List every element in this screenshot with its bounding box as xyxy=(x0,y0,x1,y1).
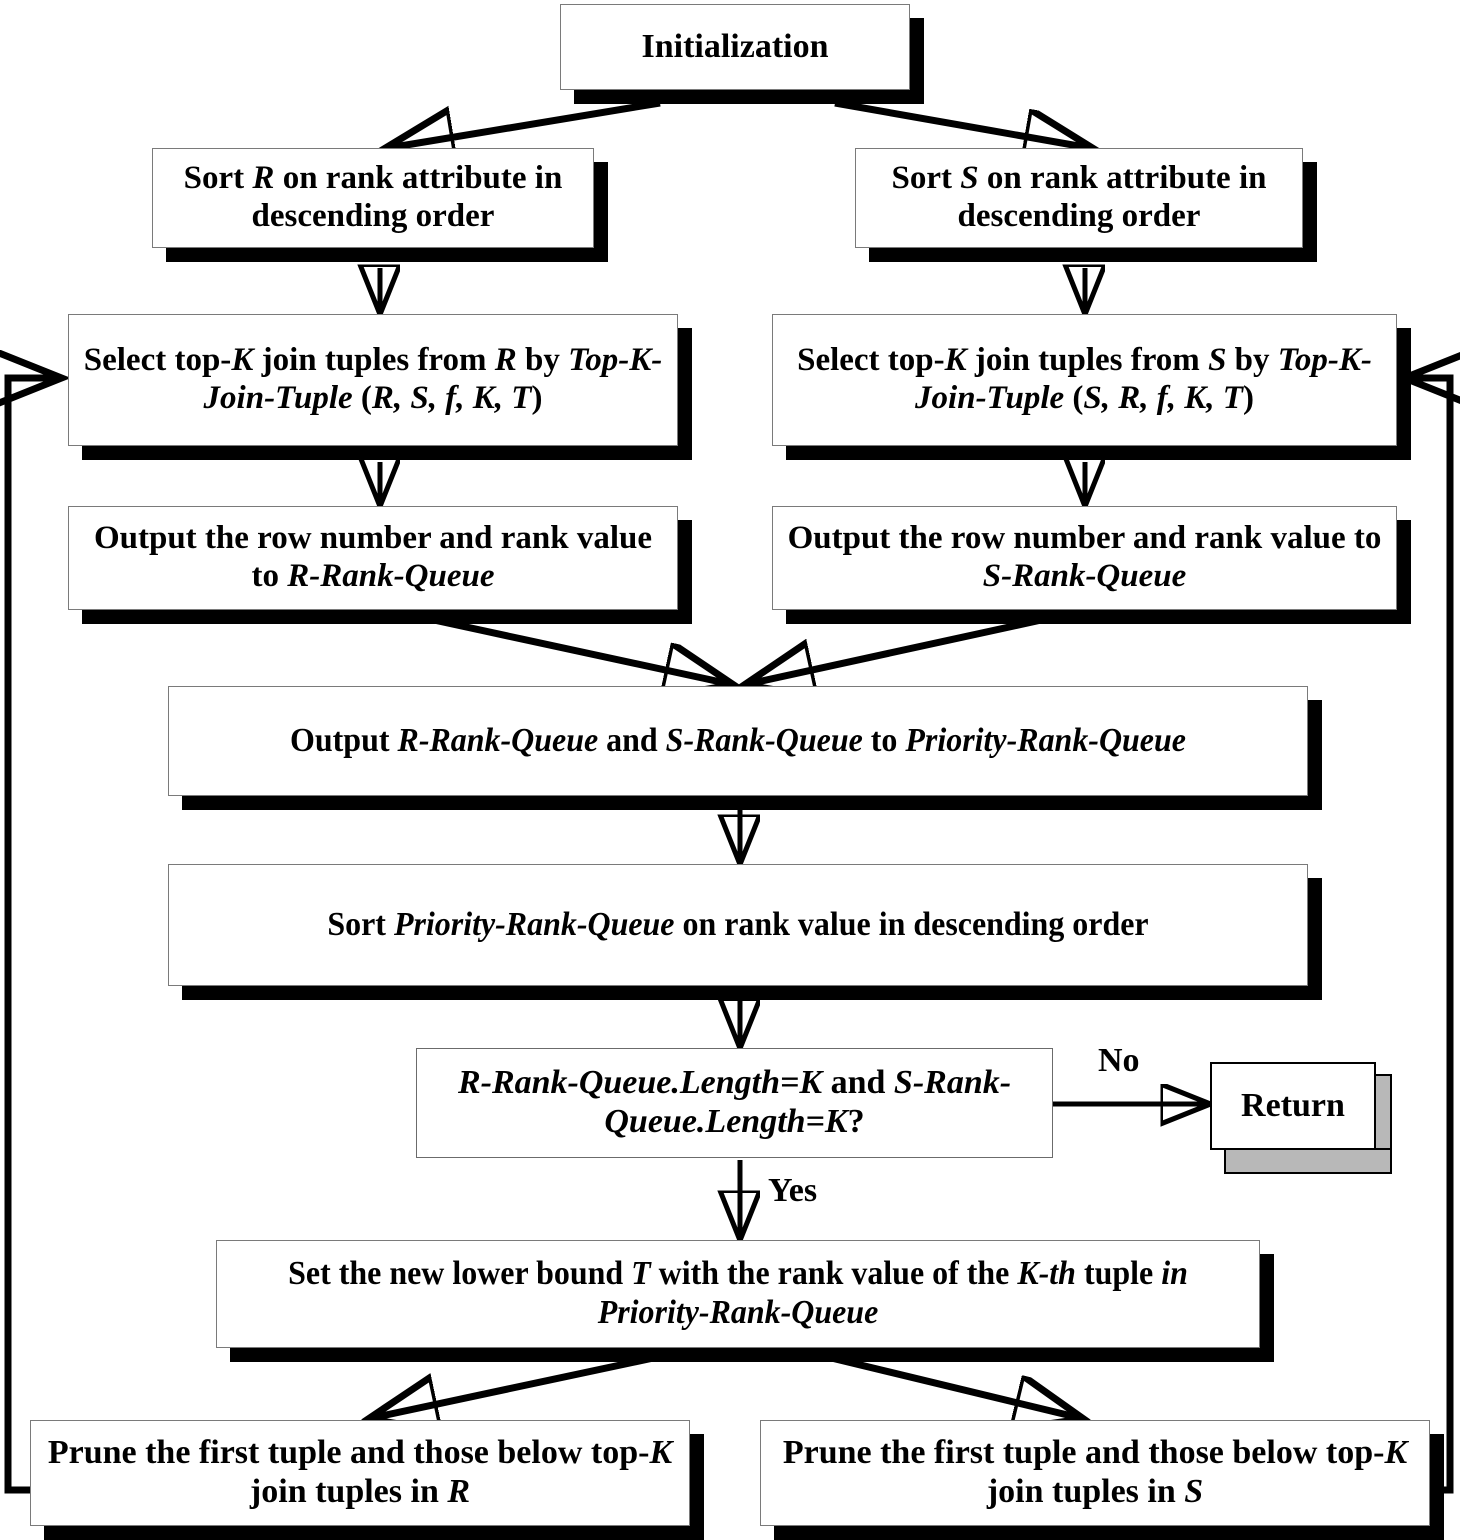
node-prune-r[interactable]: Prune the first tuple and those below to… xyxy=(30,1420,690,1526)
node-set-lower-bound-label: Set the new lower bound T with the rank … xyxy=(288,1255,1188,1331)
node-set-lower-bound[interactable]: Set the new lower bound T with the rank … xyxy=(216,1240,1260,1348)
node-select-top-k-from-s[interactable]: Select top-K join tuples from S by Top-K… xyxy=(772,314,1397,446)
node-return-label: Return xyxy=(1241,1087,1345,1124)
edge-set-bound-to-prune-s xyxy=(789,1344,1080,1418)
edge-label-no: No xyxy=(1098,1042,1140,1080)
node-select-top-k-from-s-label: Select top-K join tuples from S by Top-K… xyxy=(797,342,1372,416)
edge-output-s-to-priority xyxy=(748,613,1056,684)
node-select-top-k-from-r-label: Select top-K join tuples from R by Top-K… xyxy=(83,342,663,416)
node-output-to-priority-rank-queue[interactable]: Output R-Rank-Queue and S-Rank-Queue to … xyxy=(168,686,1308,796)
node-output-r-rank-queue[interactable]: Output the row number and rank value to … xyxy=(68,506,678,610)
node-initialization[interactable]: Initialization xyxy=(560,4,910,90)
node-output-s-rank-queue-label: Output the row number and rank value to … xyxy=(787,520,1382,594)
node-prune-s-label: Prune the first tuple and those below to… xyxy=(782,1434,1408,1510)
node-return[interactable]: Return xyxy=(1210,1062,1376,1150)
edge-prune-r-loop-back xyxy=(8,378,58,1494)
edge-init-to-sort-r xyxy=(388,99,661,148)
node-prune-r-label: Prune the first tuple and those below to… xyxy=(47,1434,673,1510)
edge-output-r-to-priority xyxy=(419,613,730,684)
node-sort-r-label: Sort R on rank attribute in descending o… xyxy=(183,160,563,234)
return-bevel-bottom xyxy=(1224,1148,1392,1174)
node-sort-s[interactable]: Sort S on rank attribute in descending o… xyxy=(855,148,1303,248)
edge-label-yes-text: Yes xyxy=(768,1172,818,1209)
node-select-top-k-from-r[interactable]: Select top-K join tuples from R by Top-K… xyxy=(68,314,678,446)
node-sort-priority-rank-queue[interactable]: Sort Priority-Rank-Queue on rank value i… xyxy=(168,864,1308,986)
edge-label-no-text: No xyxy=(1098,1042,1140,1079)
node-initialization-label: Initialization xyxy=(641,27,829,65)
edge-init-to-sort-s xyxy=(834,99,1090,148)
node-output-r-rank-queue-label: Output the row number and rank value to … xyxy=(93,520,653,594)
edge-set-bound-to-prune-r xyxy=(372,1344,701,1418)
node-sort-r[interactable]: Sort R on rank attribute in descending o… xyxy=(152,148,594,248)
node-decision-label: R-Rank-Queue.Length=K and S-Rank-Queue.L… xyxy=(457,1064,1012,1140)
edge-prune-s-loop-back xyxy=(1408,378,1450,1494)
edge-label-yes: Yes xyxy=(768,1172,817,1210)
node-decision-lengths-equal-k[interactable]: R-Rank-Queue.Length=K and S-Rank-Queue.L… xyxy=(416,1048,1053,1158)
node-sort-priority-rank-queue-label: Sort Priority-Rank-Queue on rank value i… xyxy=(327,905,1149,943)
node-prune-s[interactable]: Prune the first tuple and those below to… xyxy=(760,1420,1430,1526)
node-sort-s-label: Sort S on rank attribute in descending o… xyxy=(891,160,1267,234)
node-output-to-priority-rank-queue-label: Output R-Rank-Queue and S-Rank-Queue to … xyxy=(290,721,1186,759)
node-output-s-rank-queue[interactable]: Output the row number and rank value to … xyxy=(772,506,1397,610)
